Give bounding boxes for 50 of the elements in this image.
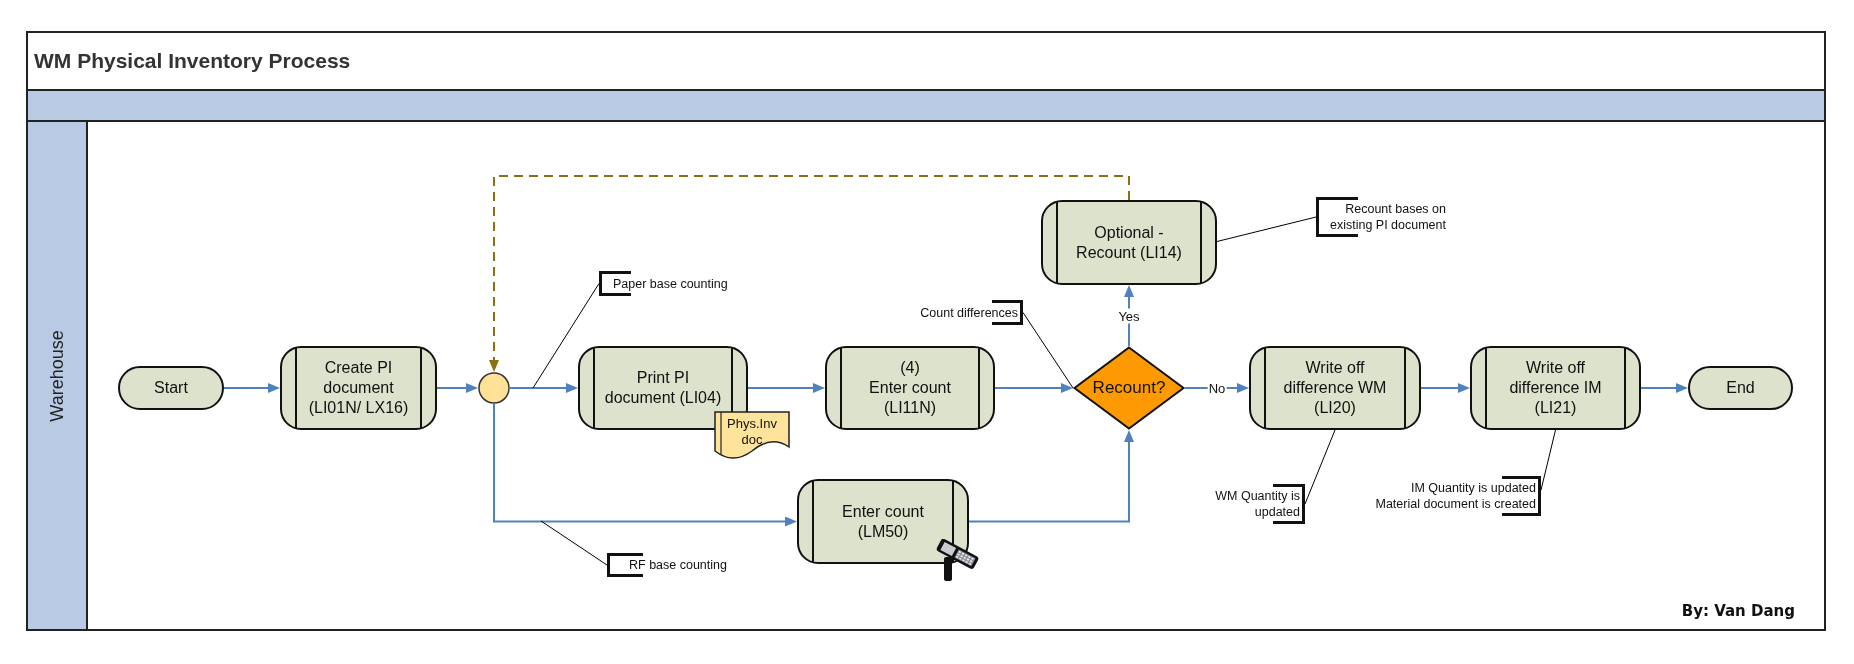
annotation-text: IM Quantity is updated Material document is created [1374, 480, 1536, 512]
arrow [493, 403, 797, 527]
arrow [509, 383, 578, 393]
annotation-text: Paper base counting [613, 275, 728, 292]
leader-line [1022, 312, 1074, 389]
annotation-text: RF base counting [629, 557, 727, 573]
task-label: Create PI document (LI01N/ LX16) [307, 358, 410, 418]
annotation-text: WM Quantity is updated [1214, 488, 1300, 520]
task-label: Optional - Recount (LI14) [1075, 222, 1183, 263]
leader-line [1304, 429, 1336, 505]
task-label: Enter count (LI11N) [868, 378, 952, 418]
leader-line [540, 520, 608, 566]
terminal-label: End [1726, 378, 1755, 398]
document-shape [714, 411, 790, 461]
arrow [747, 383, 825, 393]
task-label: Print PI document (LI04) [603, 368, 723, 408]
task-box [280, 346, 437, 430]
swimlane [26, 120, 1826, 631]
leader-line [1216, 216, 1317, 242]
annotation-text: Count differences [920, 304, 1018, 321]
arrow [1420, 383, 1470, 393]
task-box [825, 346, 995, 430]
task-box [1041, 200, 1217, 285]
task-label: Write off difference WM (LI20) [1282, 358, 1388, 418]
gateway-circle [478, 372, 510, 404]
task-label: Enter count (LM50) [841, 501, 925, 542]
arrow [436, 383, 478, 393]
task-label: (4) [899, 358, 921, 378]
task-box [1470, 346, 1641, 430]
leader-line [532, 283, 600, 389]
document-label: Phys.Inv doc [726, 416, 778, 448]
terminal-label: Start [154, 378, 188, 398]
arrow [968, 430, 1134, 523]
diagram-title: WM Physical Inventory Process [34, 49, 351, 73]
task-box [1249, 346, 1421, 430]
annotation-text: Recount bases on existing PI document [1328, 201, 1446, 233]
arrow [1124, 285, 1134, 347]
terminal-shape [118, 366, 224, 410]
terminal-shape [1688, 366, 1793, 410]
edge-label: Yes [1117, 308, 1141, 324]
dashed-arrow [489, 175, 1130, 372]
lane-label: Warehouse [46, 329, 68, 422]
task-label: Write off difference IM (LI21) [1508, 358, 1603, 418]
leader-line [1540, 429, 1556, 491]
arrow [223, 383, 280, 393]
author-credit: By: Van Dang [1681, 602, 1795, 620]
arrow [994, 383, 1073, 393]
decision-diamond [1073, 346, 1185, 430]
arrow [1640, 383, 1688, 393]
decision-label: Recount? [1092, 378, 1166, 398]
